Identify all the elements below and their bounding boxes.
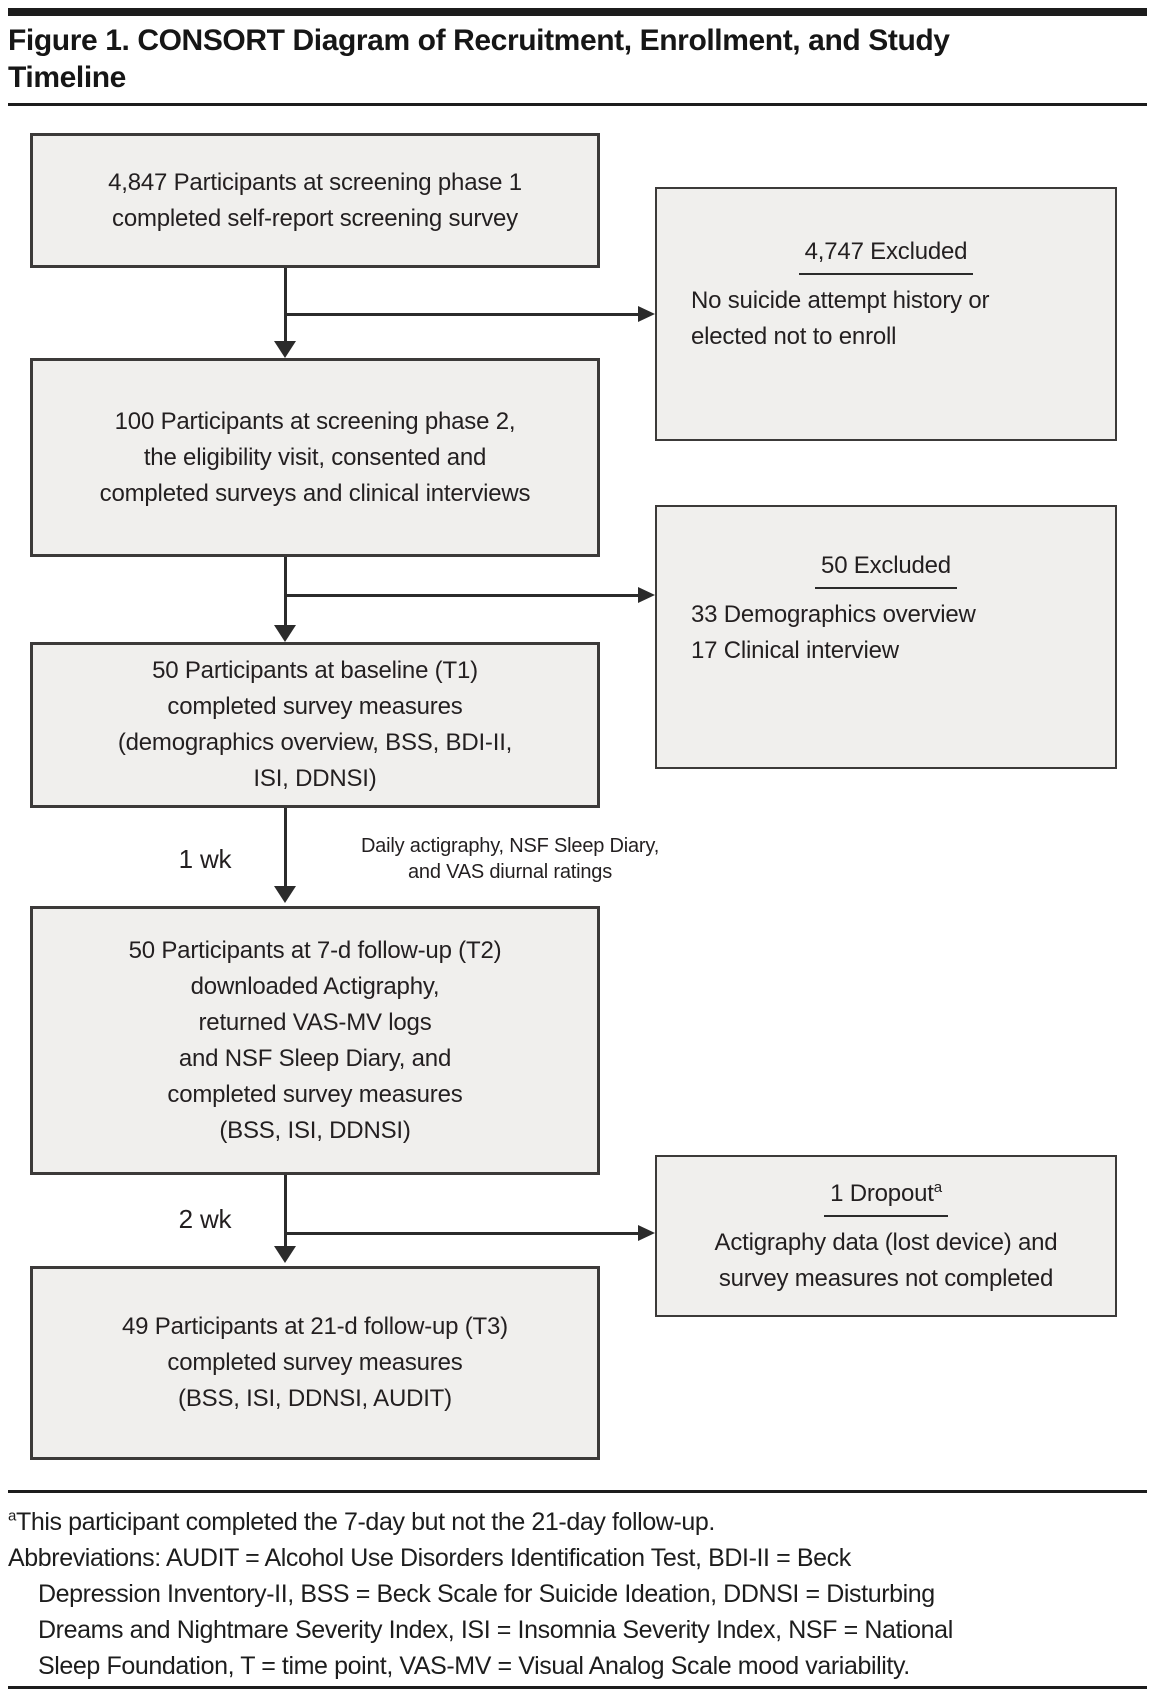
dropout-header-label: 1 Dropout <box>830 1179 934 1207</box>
top-rule <box>8 8 1147 16</box>
abbreviations-line: Sleep Foundation, T = time point, VAS-MV… <box>38 1652 910 1680</box>
connector-branch-2 <box>284 594 638 597</box>
excluded2-header: 50 Excluded <box>657 548 1115 589</box>
arrow-down-icon <box>274 625 296 642</box>
box-line: ISI, DDNSI) <box>253 765 377 792</box>
box-line: 50 Participants at baseline (T1) <box>152 657 478 684</box>
connector-line-3 <box>284 808 287 886</box>
abbreviations-line: Depression Inventory-II, BSS = Beck Scal… <box>38 1580 935 1608</box>
box-line: 49 Participants at 21-d follow-up (T3) <box>122 1313 508 1340</box>
dropout-footnote-marker: a <box>933 1178 942 1196</box>
title-divider-rule <box>8 103 1147 106</box>
dropout-header: 1 Dropouta <box>657 1176 1115 1217</box>
footnotes: aThis participant completed the 7-day bu… <box>8 1504 1147 1684</box>
abbreviations-line: Abbreviations: AUDIT = Alcohol Use Disor… <box>8 1544 851 1572</box>
box-line: 33 Demographics overview <box>691 600 976 628</box>
figure-title-line2: Timeline <box>8 61 126 94</box>
box-line: completed surveys and clinical interview… <box>99 479 531 507</box>
figure-title: Figure 1. CONSORT Diagram of Recruitment… <box>8 22 1108 96</box>
box-line: (BSS, ISI, DDNSI) <box>219 1116 411 1144</box>
box-line: and NSF Sleep Diary, and <box>178 1044 452 1072</box>
box-line: completed survey measures <box>167 1349 463 1376</box>
box-line: 17 Clinical interview <box>691 636 899 664</box>
footnote-a: aThis participant completed the 7-day bu… <box>8 1504 1147 1540</box>
box-line: (demographics overview, BSS, BDI-II, <box>117 729 513 756</box>
note-line: and VAS diurnal ratings <box>407 861 613 883</box>
arrow-down-icon <box>274 1246 296 1263</box>
box-line: No suicide attempt history or <box>691 286 990 314</box>
box-line: elected not to enroll <box>691 322 897 350</box>
bottom-rule <box>8 1686 1147 1689</box>
arrow-down-icon <box>274 341 296 358</box>
box-line: completed self-report screening survey <box>112 204 518 232</box>
connector-line-4 <box>284 1175 287 1246</box>
abbreviations-line: Dreams and Nightmare Severity Index, ISI… <box>38 1616 953 1644</box>
dropout-body: Actigraphy data (lost device) and survey… <box>657 1225 1115 1297</box>
between-visits-note: Daily actigraphy, NSF Sleep Diary, and V… <box>310 833 710 885</box>
box-followup-7d-t2: 50 Participants at 7-d follow-up (T2) do… <box>30 906 600 1175</box>
box-line: Actigraphy data (lost device) and <box>714 1228 1058 1256</box>
box-dropout: 1 Dropouta Actigraphy data (lost device)… <box>655 1155 1117 1317</box>
excluded2-header-text: 50 Excluded <box>815 548 957 589</box>
interval-label-1wk: 1 wk <box>178 844 232 874</box>
excluded1-header-text: 4,747 Excluded <box>798 234 974 275</box>
connector-line-1 <box>284 268 287 341</box>
footnote-a-marker: a <box>8 1507 16 1525</box>
arrow-right-icon <box>638 587 655 603</box>
box-line: returned VAS-MV logs <box>198 1008 432 1036</box>
interval-label-2wk: 2 wk <box>178 1204 232 1234</box>
box-excluded-phase1: 4,747 Excluded No suicide attempt histor… <box>655 187 1117 441</box>
connector-branch-1 <box>284 313 638 316</box>
arrow-right-icon <box>638 306 655 322</box>
figure-title-line1: Figure 1. CONSORT Diagram of Recruitment… <box>8 24 950 57</box>
note-line: Daily actigraphy, NSF Sleep Diary, <box>360 835 660 857</box>
box-screening-phase1: 4,847 Participants at screening phase 1 … <box>30 133 600 268</box>
box-line: survey measures not completed <box>718 1264 1054 1292</box>
box-line: (BSS, ISI, DDNSI, AUDIT) <box>178 1385 452 1412</box>
box-screening-phase2: 100 Participants at screening phase 2, t… <box>30 358 600 557</box>
excluded1-body: No suicide attempt history or elected no… <box>657 283 1115 355</box>
connector-line-2 <box>284 557 287 625</box>
dropout-header-text: 1 Dropouta <box>824 1176 948 1217</box>
box-line: 4,847 Participants at screening phase 1 <box>108 168 522 196</box>
connector-branch-3 <box>284 1232 638 1235</box>
box-followup-21d-t3: 49 Participants at 21-d follow-up (T3) c… <box>30 1266 600 1460</box>
arrow-right-icon <box>638 1225 655 1241</box>
footnote-divider-rule <box>8 1490 1147 1493</box>
box-line: 50 Participants at 7-d follow-up (T2) <box>128 936 502 964</box>
excluded2-body: 33 Demographics overview 17 Clinical int… <box>657 597 1115 669</box>
box-excluded-phase2: 50 Excluded 33 Demographics overview 17 … <box>655 505 1117 769</box>
box-baseline-t1: 50 Participants at baseline (T1) complet… <box>30 642 600 808</box>
box-line: completed survey measures <box>167 693 463 720</box>
arrow-down-icon <box>274 886 296 903</box>
box-line: completed survey measures <box>167 1080 463 1108</box>
box-line: 100 Participants at screening phase 2, <box>114 407 516 435</box>
footnote-a-text: This participant completed the 7-day but… <box>15 1508 715 1536</box>
box-line: the eligibility visit, consented and <box>143 443 487 471</box>
box-line: downloaded Actigraphy, <box>190 972 440 1000</box>
excluded1-header: 4,747 Excluded <box>657 234 1115 275</box>
